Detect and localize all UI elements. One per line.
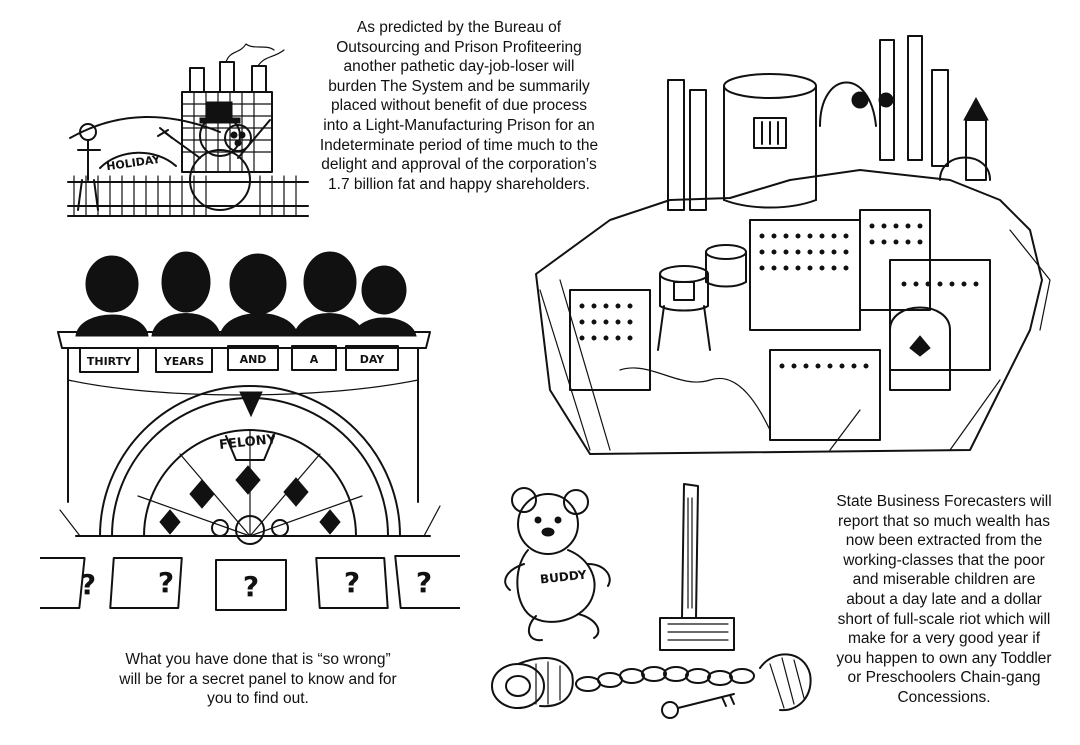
- bear-hammer-shackle-illustration: BUDDY: [484, 478, 824, 730]
- top-caption: As predicted by the Bureau of Outsourcin…: [319, 19, 599, 193]
- question-card-5: ?: [416, 566, 432, 599]
- prison-factory-city-illustration: [530, 30, 1060, 458]
- question-card-4: ?: [344, 566, 360, 599]
- bench-sign-3: AND: [240, 353, 267, 366]
- bench-sign-4: A: [310, 353, 319, 366]
- bench-sign-2: YEARS: [163, 355, 204, 368]
- bear-label: BUDDY: [539, 568, 587, 587]
- right-caption: State Business Forecasters will report t…: [836, 493, 1052, 706]
- question-card-1: ?: [80, 568, 96, 601]
- wheel-label: FELONY: [219, 432, 278, 453]
- bottom-left-caption: What you have done that is “so wrong” wi…: [119, 651, 397, 708]
- bench-sign-5: DAY: [360, 353, 386, 366]
- snowman-holiday-illustration: HOLIDAY: [60, 40, 310, 220]
- question-card-2: ?: [158, 566, 174, 599]
- judges-felony-wheel-illustration: THIRTY YEARS AND A DAY FELONY: [40, 240, 460, 620]
- bench-sign-1: THIRTY: [87, 355, 132, 368]
- question-card-3: ?: [243, 570, 259, 603]
- holiday-sign-text: HOLIDAY: [106, 153, 163, 174]
